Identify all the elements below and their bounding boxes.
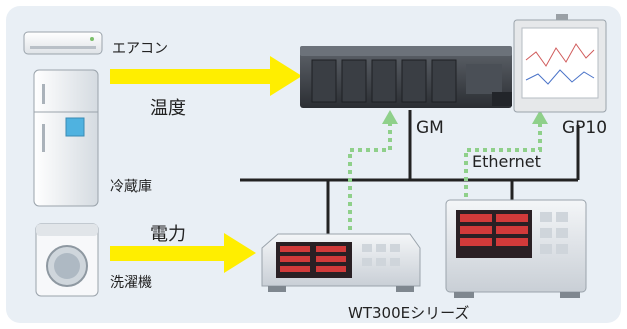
device-label-gp10: GP10: [562, 118, 608, 138]
power-arrow: [110, 233, 256, 273]
wt300e-device-icon: [261, 233, 421, 292]
washing-machine-icon: [35, 223, 99, 297]
device-label-wt300e: WT300Eシリーズ: [348, 304, 470, 322]
network-label-ethernet: Ethernet: [472, 152, 541, 171]
device-label-gm: GM: [416, 118, 444, 138]
dotted-link-gp10: [464, 120, 542, 205]
dotted-link-gm: [348, 120, 392, 238]
arrowhead-up-icon: [532, 110, 548, 124]
wt300e-device-icon: [445, 199, 587, 298]
gm-device-icon: [300, 46, 512, 108]
air-conditioner-icon: [23, 31, 103, 55]
appliance-label-air-conditioner: エアコン: [112, 41, 168, 57]
signal-label-power: 電力: [150, 224, 186, 245]
refrigerator-icon: [33, 69, 99, 207]
signal-label-temperature: 温度: [150, 98, 186, 119]
ethernet-network: [240, 110, 580, 238]
temperature-arrow: [110, 56, 302, 96]
appliance-label-washing-machine: 洗濯機: [110, 275, 152, 291]
gp10-device-icon: [513, 14, 607, 113]
appliance-label-refrigerator: 冷蔵庫: [110, 179, 152, 195]
arrowhead-up-icon: [382, 110, 398, 124]
